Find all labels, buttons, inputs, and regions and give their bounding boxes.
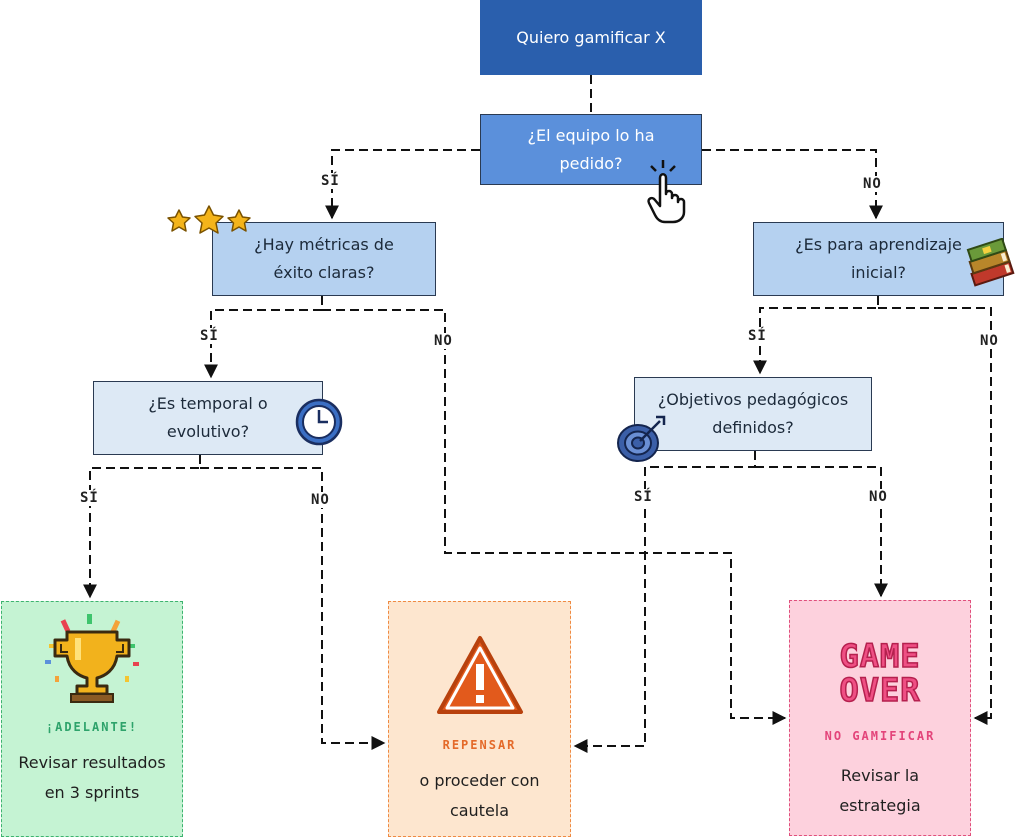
result-line: estrategia [839, 796, 921, 815]
question-line: ¿Hay métricas de [254, 235, 394, 254]
warning-icon [436, 636, 523, 714]
result-no-gamify: GAME OVER NO GAMIFICAR Revisar la estrat… [789, 600, 971, 836]
result-line: Revisar la [840, 766, 920, 785]
result-description: Revisar la estrategia [839, 761, 920, 821]
result-rethink: REPENSAR o proceder con cautela [388, 601, 571, 837]
label-temporal-no: NO [309, 492, 332, 508]
question-line: ¿Es para aprendizaje [795, 235, 962, 254]
edge-objectives-no [755, 466, 888, 598]
label-metrics-yes: SÍ [198, 328, 221, 344]
game-over-line: GAME [839, 637, 920, 675]
edge-temporal-no [200, 467, 386, 750]
result-line: Revisar resultados [18, 753, 166, 772]
question-line: evolutivo? [166, 422, 250, 441]
result-label: NO GAMIFICAR [824, 729, 936, 743]
question-initial-learning: ¿Es para aprendizaje inicial? [753, 222, 1004, 296]
books-icon [966, 238, 1015, 287]
label-objectives-yes: SÍ [632, 489, 655, 505]
label-learning-yes: SÍ [746, 328, 769, 344]
question-line: ¿Objetivos pedagógicos [657, 390, 849, 409]
start-node: Quiero gamificar X [480, 0, 702, 75]
question-pedagogical-objectives: ¿Objetivos pedagógicos definidos? [634, 377, 872, 451]
start-node-text: Quiero gamificar X [516, 27, 666, 47]
question-team-requested: ¿El equipo lo ha pedido? [480, 114, 702, 185]
edge-metrics-yes [204, 296, 323, 379]
pointer-hand-icon [647, 160, 686, 224]
clock-icon [295, 398, 343, 446]
result-line: cautela [449, 801, 510, 820]
edge-team-yes [325, 149, 480, 220]
result-line: o proceder con [419, 771, 540, 790]
game-over-icon: GAME OVER [839, 637, 921, 707]
label-team-yes: SÍ [319, 173, 342, 189]
label-learning-no: NO [978, 333, 1001, 349]
edge-team-no [702, 149, 883, 220]
question-temporal-evolutive: ¿Es temporal o evolutivo? [93, 381, 323, 455]
label-team-no: NO [861, 176, 884, 192]
trophy-icon [45, 614, 139, 703]
result-label: ¡ADELANTE! [45, 720, 139, 734]
edge-learning-yes [753, 296, 879, 375]
question-line: inicial? [850, 263, 906, 282]
result-label: REPENSAR [442, 738, 517, 752]
result-description: o proceder con cautela [419, 766, 539, 826]
question-line: éxito claras? [273, 263, 375, 282]
result-go-ahead: ¡ADELANTE! Revisar resultados en 3 sprin… [1, 601, 183, 837]
edge-objectives-yes [573, 451, 756, 753]
edge-learning-no [878, 307, 992, 725]
question-line: definidos? [712, 418, 794, 437]
game-over-line: OVER [839, 671, 920, 707]
question-clear-metrics: ¿Hay métricas de éxito claras? [212, 222, 436, 296]
label-temporal-yes: SÍ [78, 490, 101, 506]
question-line: pedido? [559, 153, 623, 173]
result-line: en 3 sprints [44, 783, 140, 802]
edge-temporal-yes [83, 455, 201, 599]
target-icon [617, 415, 666, 462]
question-line: ¿El equipo lo ha [527, 125, 655, 145]
stars-icon [167, 205, 251, 234]
edge-metrics-no [322, 309, 787, 725]
label-objectives-no: NO [867, 489, 890, 505]
question-line: ¿Es temporal o [148, 394, 268, 413]
result-description: Revisar resultados en 3 sprints [18, 748, 165, 808]
label-metrics-no: NO [432, 333, 455, 349]
